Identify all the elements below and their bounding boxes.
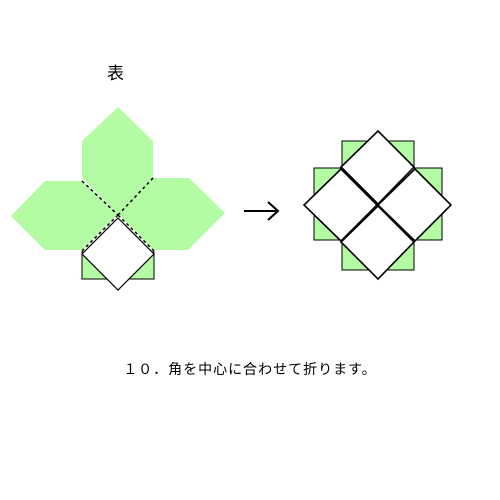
fold-line-right	[117, 177, 154, 216]
fold-line-bottom-left	[81, 214, 119, 252]
instruction-caption: １０．角を中心に合わせて折ります。	[123, 362, 377, 378]
fold-line-bottom-right	[117, 214, 155, 252]
arrow-icon	[244, 201, 280, 221]
front-side-label: 表	[107, 64, 124, 84]
after-fold-figure	[302, 129, 453, 281]
fold-line-left	[81, 180, 119, 216]
white-diamond	[81, 217, 155, 291]
right-petal	[118, 178, 225, 250]
left-petal	[11, 181, 118, 250]
before-fold-figure	[11, 107, 225, 291]
diamond-bottom	[339, 204, 416, 281]
top-petal	[82, 107, 153, 214]
diamond-right	[376, 167, 453, 243]
